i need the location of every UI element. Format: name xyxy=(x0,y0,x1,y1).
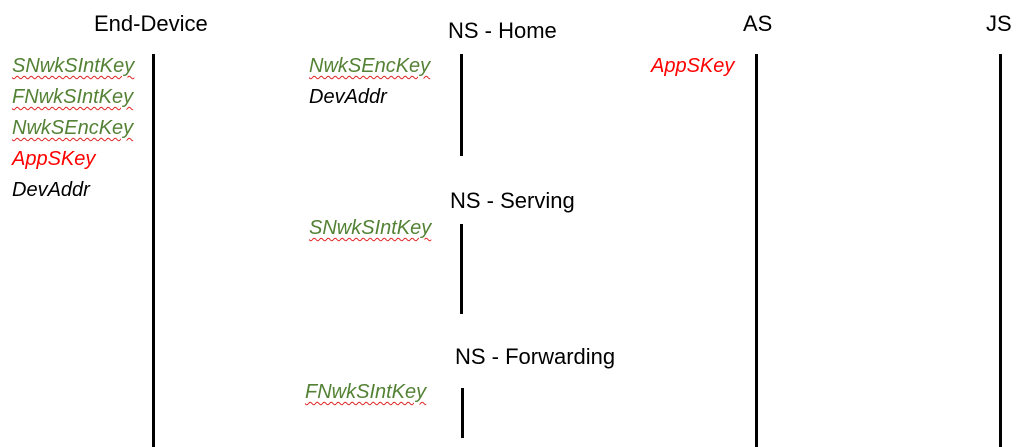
end-device-heading: End-Device xyxy=(94,11,208,36)
end-device-key-nwksenckey: NwkSEncKey xyxy=(12,117,134,139)
end-device-key-devaddr: DevAddr xyxy=(12,179,90,201)
ns-serving-lifeline xyxy=(460,224,463,314)
ns-serving-heading: NS - Serving xyxy=(450,188,575,213)
ns-forwarding-heading: NS - Forwarding xyxy=(455,344,616,369)
end-device-key-fnwksintkey: FNwkSIntKey xyxy=(12,86,134,108)
ns-home-heading: NS - Home xyxy=(448,18,557,43)
ns-forwarding-key-fnwksintkey: FNwkSIntKey xyxy=(305,381,427,403)
end-device-key-appskey: AppSKey xyxy=(12,148,96,170)
ns-serving-key-snwksintkey: SNwkSIntKey xyxy=(309,217,432,239)
end-device-lifeline xyxy=(152,54,155,447)
ns-home-lifeline xyxy=(460,54,463,156)
js-heading: JS xyxy=(986,11,1012,36)
ns-home-key-nwksenckey: NwkSEncKey xyxy=(309,55,431,77)
ns-home-key-devaddr: DevAddr xyxy=(309,86,387,108)
as-heading: AS xyxy=(743,11,773,36)
as-lifeline xyxy=(755,54,758,447)
ns-forwarding-lifeline xyxy=(461,388,464,438)
end-device-key-snwksintkey: SNwkSIntKey xyxy=(12,55,135,77)
js-lifeline xyxy=(999,54,1002,447)
as-key-appskey: AppSKey xyxy=(651,55,735,77)
